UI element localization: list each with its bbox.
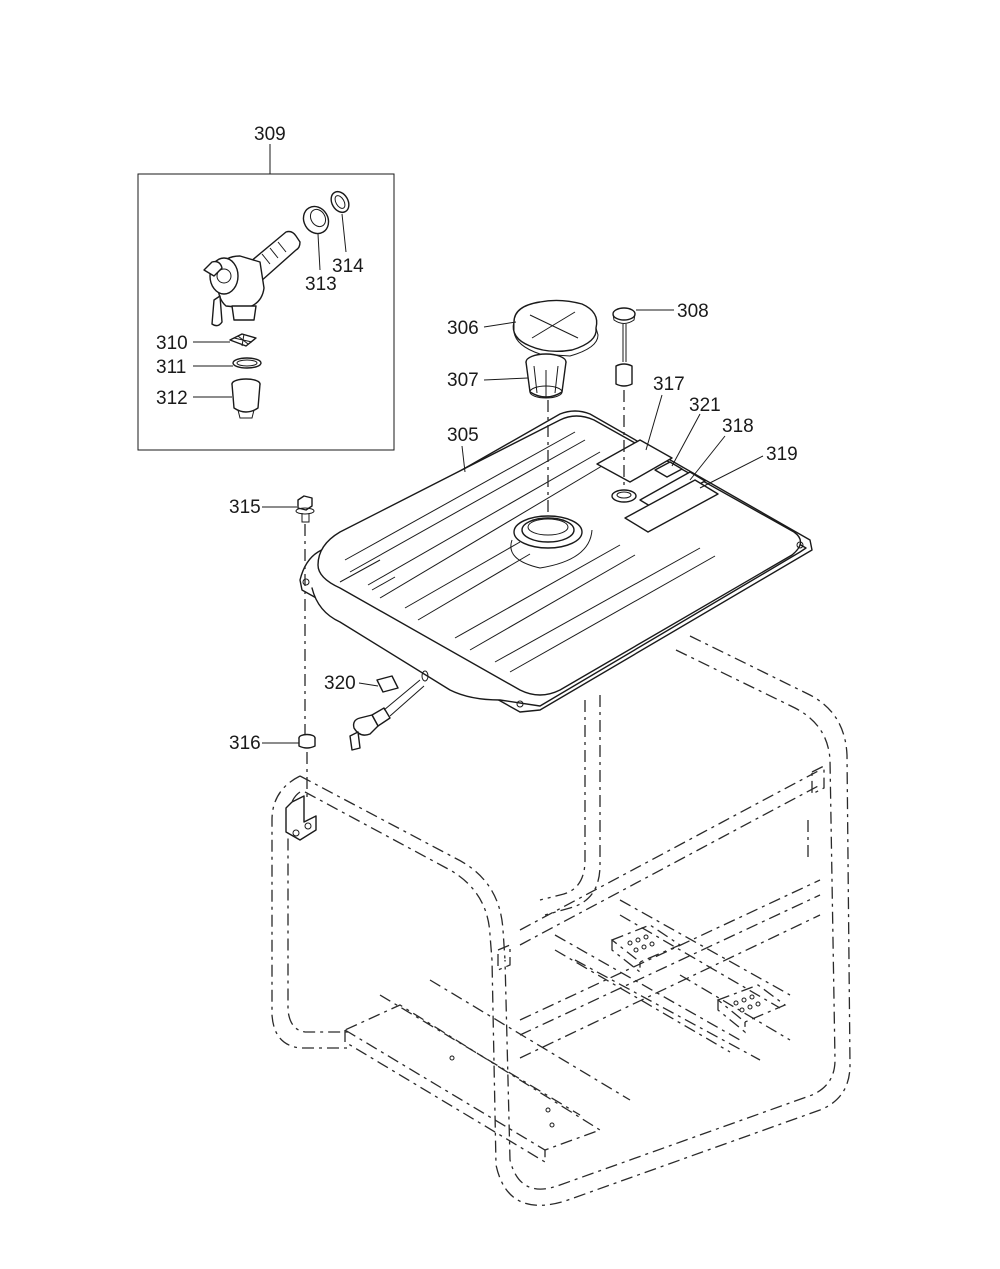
callout-labels: 309 314 313 310 311 312 306 308 307 317 … <box>156 124 798 754</box>
callout-319: 319 <box>766 444 798 465</box>
callout-311: 311 <box>156 357 186 378</box>
callout-312: 312 <box>156 388 188 409</box>
callout-320: 320 <box>324 673 356 694</box>
callout-316: 316 <box>229 733 261 754</box>
fuel-valve-box <box>137 173 395 451</box>
callout-310: 310 <box>156 333 188 354</box>
generator-frame <box>271 635 851 1206</box>
frame-holes <box>449 934 761 1128</box>
callout-306: 306 <box>447 318 479 339</box>
fuel-strainer <box>525 353 567 399</box>
frame-mount-bracket <box>285 795 317 841</box>
callout-313: 313 <box>305 274 337 295</box>
callout-307: 307 <box>447 370 479 391</box>
drain-cock <box>349 679 425 751</box>
callout-308: 308 <box>677 301 709 322</box>
fuel-tank <box>299 410 813 713</box>
callout-309: 309 <box>254 124 286 145</box>
callout-321: 321 <box>689 395 721 416</box>
callout-318: 318 <box>722 416 754 437</box>
callout-317: 317 <box>653 374 685 395</box>
callout-305: 305 <box>447 425 479 446</box>
bolt-315 <box>295 495 315 523</box>
callout-314: 314 <box>332 256 364 277</box>
grommet-316 <box>298 733 316 749</box>
callout-315: 315 <box>229 497 261 518</box>
leader-lines <box>193 144 764 744</box>
fuel-cap <box>512 299 599 357</box>
sticker-320 <box>376 675 399 693</box>
fuel-gauge <box>612 307 636 387</box>
